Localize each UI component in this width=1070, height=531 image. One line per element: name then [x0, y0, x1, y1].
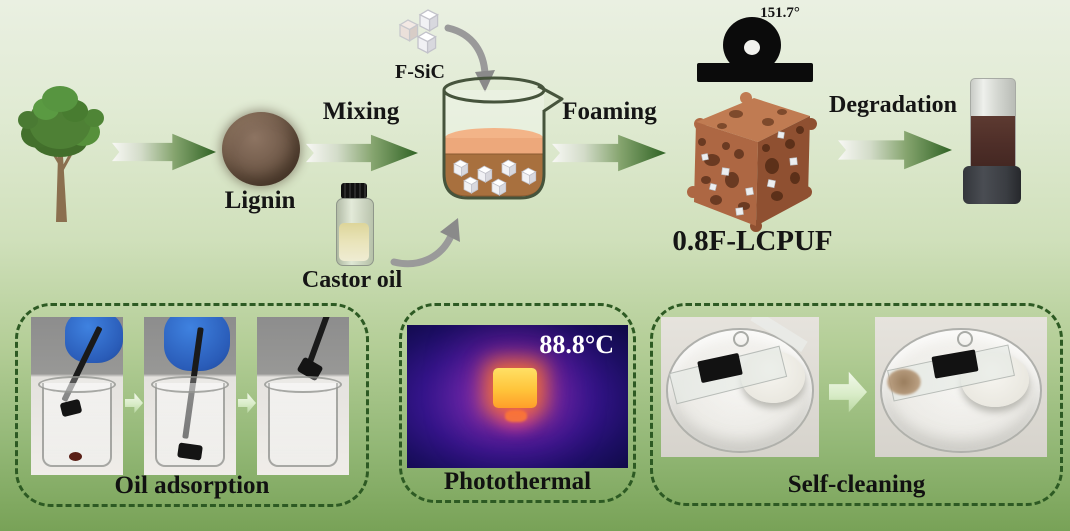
photothermal-label: Photothermal	[443, 468, 592, 495]
temperature-readout: 88.8°C	[539, 330, 614, 359]
dirt-smudge	[887, 369, 921, 395]
contact-angle-value: 151.7°	[760, 5, 800, 21]
oil-adsorption-panel: Oil adsorption	[15, 303, 369, 507]
oil-adsorption-label: Oil adsorption	[114, 472, 270, 499]
tree-icon	[18, 86, 104, 222]
oil-adsorption-photo-3	[257, 317, 349, 475]
oil-adsorption-photo-1	[31, 317, 123, 475]
beaker-photo	[38, 376, 116, 468]
arrow-fsic-to-beaker-icon	[444, 24, 495, 92]
beaker-photo	[264, 376, 342, 468]
foaming-label: Foaming	[562, 98, 657, 125]
degradation-label: Degradation	[829, 92, 957, 118]
beaker-photo	[151, 376, 229, 468]
thermal-image: 88.8°C	[407, 325, 628, 468]
self-cleaning-label: Self-cleaning	[787, 471, 926, 498]
step-arrow-icon	[125, 392, 143, 414]
self-cleaning-photo-2	[875, 317, 1047, 457]
castor-oil-vial-icon	[334, 183, 374, 266]
vial-brown-liquid	[971, 116, 1015, 168]
dish-hook	[733, 331, 749, 347]
beaker-icon	[442, 76, 564, 200]
arrow-castor-to-beaker-icon	[390, 218, 460, 268]
mixing-label: Mixing	[322, 98, 400, 125]
oil-adsorption-photo-2	[144, 317, 236, 475]
vial-base-cap	[963, 166, 1021, 204]
fsic-cubes-icon	[398, 9, 439, 54]
self-cleaning-panel: Self-cleaning	[650, 303, 1063, 506]
arrow-tree-to-lignin-icon	[112, 133, 216, 171]
vial-cap	[341, 183, 367, 199]
porous-foam-cube-icon	[687, 92, 817, 232]
castor-oil-label: Castor oil	[301, 267, 403, 293]
step-arrow-icon	[829, 371, 867, 413]
arrow-foaming-icon	[552, 134, 666, 172]
thermal-hotspot	[493, 368, 537, 408]
photothermal-panel: 88.8°C Photothermal	[399, 303, 636, 503]
sample-surface-bar	[697, 63, 813, 82]
oil-droplet	[69, 452, 82, 461]
degradation-vial-icon	[962, 78, 1022, 204]
thermal-tail	[505, 410, 527, 422]
fsic-label: F-SiC	[395, 61, 445, 83]
dish-hook	[957, 331, 973, 347]
vial-oil	[339, 223, 369, 261]
arrow-mixing-icon	[306, 134, 418, 172]
self-cleaning-photo-1	[661, 317, 819, 457]
step-arrow-icon	[238, 392, 256, 414]
arrow-degradation-icon	[838, 130, 952, 170]
product-label: 0.8F-LCPUF	[672, 225, 833, 257]
lignin-powder-icon	[222, 112, 300, 186]
lignin-label: Lignin	[224, 187, 296, 214]
foam-sample	[177, 442, 203, 461]
